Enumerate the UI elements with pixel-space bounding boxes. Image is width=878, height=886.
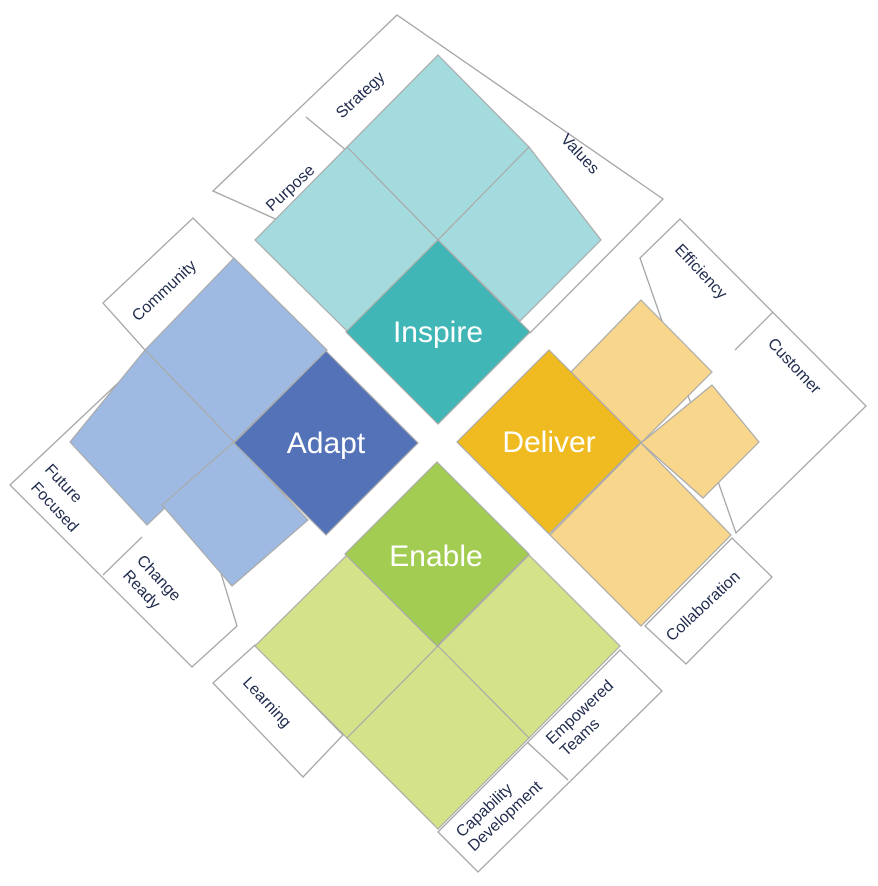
adapt-tile-change-ready xyxy=(161,441,309,587)
adapt-frame-lower xyxy=(9,348,238,668)
enable-core-tile xyxy=(344,461,530,647)
deliver-tile-collaboration xyxy=(549,442,732,627)
deliver-title: Deliver xyxy=(502,426,595,459)
enable-frame-bottom xyxy=(437,649,663,873)
enable-frame-divider xyxy=(526,741,569,781)
adapt-title: Adapt xyxy=(287,427,366,460)
adapt-tile-future-focused xyxy=(69,349,235,526)
deliver-tile-customer xyxy=(640,384,760,499)
deliver-frame-divider xyxy=(734,311,774,351)
enable-tile-capability-development xyxy=(346,645,530,830)
adapt-frame-divider xyxy=(102,536,143,576)
deliver-core-tile xyxy=(456,349,642,535)
inspire-core-tile xyxy=(345,239,531,425)
inspire-title: Inspire xyxy=(393,316,483,349)
enable-frame xyxy=(212,644,344,778)
adapt-quadrant: Adapt Community Future Focused Change Re… xyxy=(27,257,419,613)
deliver-frame-bottom xyxy=(644,537,773,665)
inspire-frame-divider xyxy=(305,116,348,152)
enable-quadrant: Enable Learning Capability Development E… xyxy=(239,461,621,855)
adapt-core-tile xyxy=(233,350,419,536)
inspire-tile-values xyxy=(437,146,602,322)
enable-title: Enable xyxy=(389,540,482,573)
